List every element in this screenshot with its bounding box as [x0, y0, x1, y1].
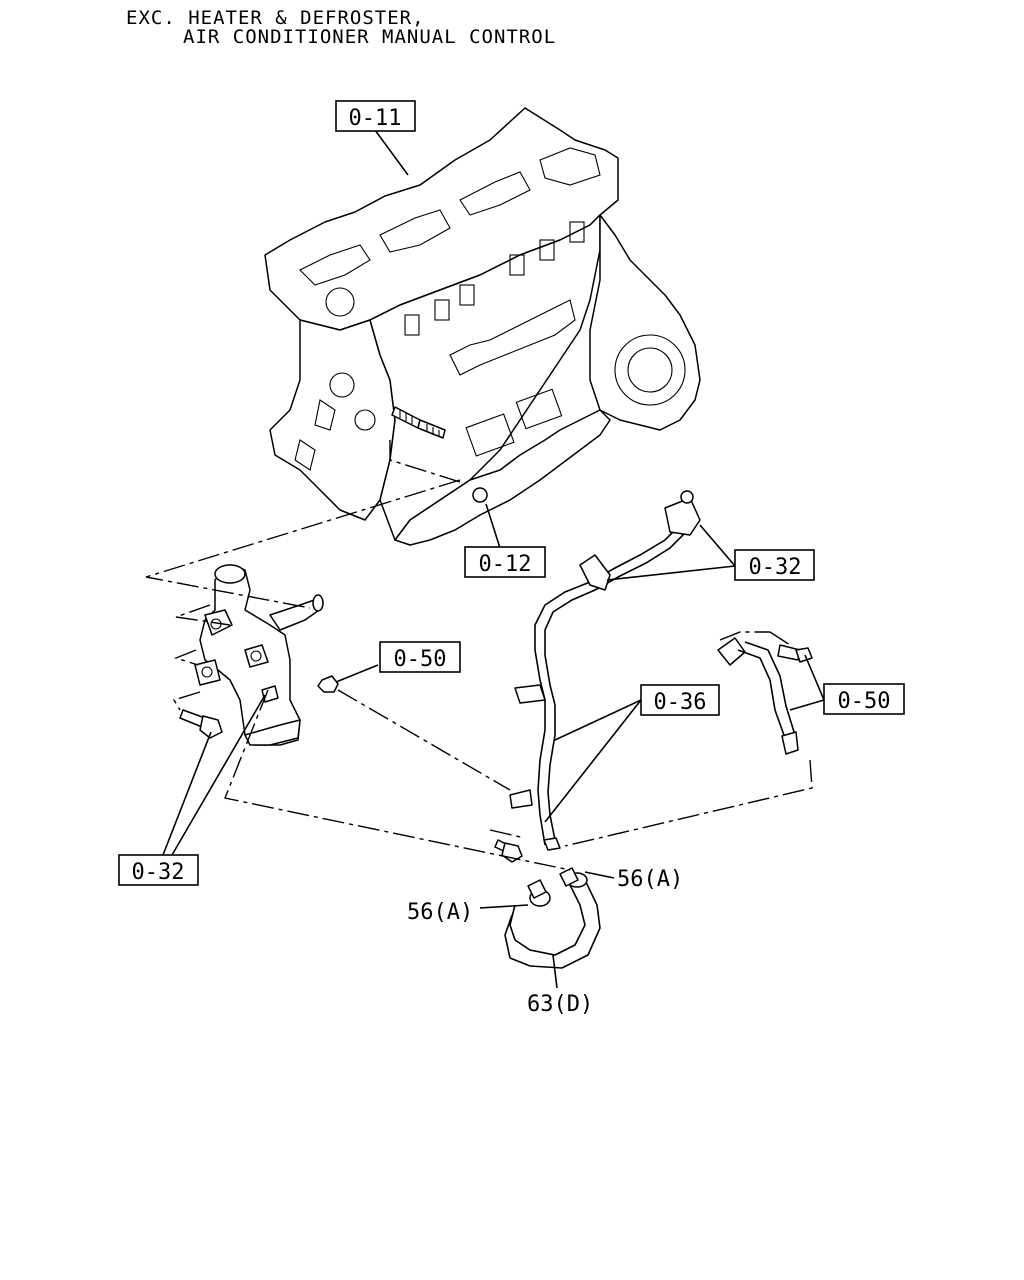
label-clamp-left[interactable]: 56(A)	[407, 900, 473, 925]
leader-lines	[162, 129, 825, 989]
callout-0-50-left-text: 0-50	[394, 647, 447, 672]
thermostat-housing-drawing	[194, 564, 324, 746]
callout-0-50-right-text: 0-50	[838, 689, 891, 714]
header-line-1: EXC. HEATER & DEFROSTER,	[126, 7, 425, 29]
callout-0-12[interactable]: 0-12	[464, 546, 546, 578]
label-hose[interactable]: 63(D)	[527, 992, 593, 1017]
callout-0-36[interactable]: 0-36	[640, 684, 720, 716]
callout-0-50-left[interactable]: 0-50	[379, 641, 461, 673]
label-clamp-right[interactable]: 56(A)	[617, 867, 683, 892]
callout-0-32-housing[interactable]: 0-32	[118, 854, 199, 886]
callout-0-11[interactable]: 0-11	[335, 100, 416, 132]
bypass-pipe-drawing	[717, 637, 813, 755]
callout-0-11-text: 0-11	[349, 106, 402, 131]
engine-block-drawing	[264, 107, 701, 546]
callout-0-32-pipe[interactable]: 0-32	[734, 549, 815, 581]
callout-0-50-right[interactable]: 0-50	[823, 683, 905, 715]
callout-0-12-text: 0-12	[479, 552, 532, 577]
callout-0-32-pipe-text: 0-32	[749, 555, 802, 580]
hose-drawing	[504, 872, 601, 969]
heater-pipe-drawing	[509, 490, 701, 851]
callout-0-32-housing-text: 0-32	[132, 860, 185, 885]
header-line-2: AIR CONDITIONER MANUAL CONTROL	[183, 26, 556, 48]
assembly-lines	[145, 440, 813, 871]
hose-clamp-drawing	[527, 867, 579, 899]
callout-0-36-text: 0-36	[654, 690, 707, 715]
housing-bolt-drawing	[179, 675, 523, 863]
